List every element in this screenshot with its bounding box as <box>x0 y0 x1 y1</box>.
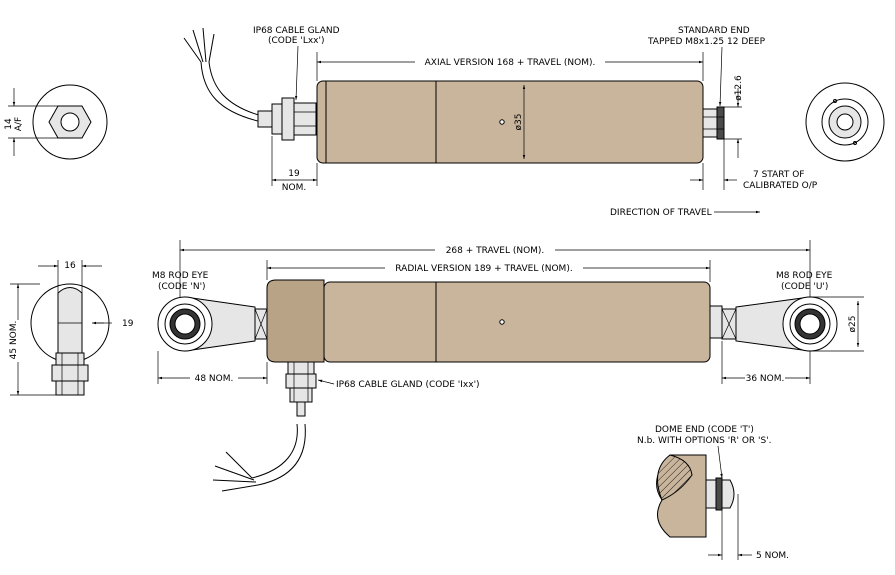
radial-version-view: 268 + TRAVEL (NOM). RADIAL VERSION 189 +… <box>152 240 864 492</box>
direction-of-travel: DIRECTION OF TRAVEL <box>610 208 712 218</box>
start-calibrated-2: CALIBRATED O/P <box>743 181 818 191</box>
radial-body <box>323 281 711 363</box>
dim-5-nom: 5 NOM. <box>756 551 789 561</box>
axial-body <box>316 80 704 164</box>
left-rod-eye <box>157 296 268 352</box>
af-label: A/F <box>14 117 24 131</box>
dim-19-axial: 19 <box>288 169 300 179</box>
radial-cable <box>212 423 306 492</box>
nom-axial: NOM. <box>282 183 306 193</box>
axial-left-end-view: 14 A/F <box>4 84 108 160</box>
standard-end-label-2: TAPPED M8x1.25 12 DEEP <box>647 37 766 47</box>
radial-version-dim: RADIAL VERSION 189 + TRAVEL (NOM). <box>395 264 572 274</box>
axial-standard-end <box>702 106 725 140</box>
dim-36-nom: 36 NOM. <box>746 374 785 384</box>
axial-right-end-view <box>805 82 885 162</box>
m8-rod-eye-left-2: (CODE 'N') <box>158 282 206 292</box>
ip68-axial-label-2: (CODE 'Lxx') <box>268 36 324 46</box>
m8-rod-eye-right-2: (CODE 'U') <box>781 282 828 292</box>
dim-45-nom: 45 NOM. <box>9 321 19 360</box>
radial-head <box>266 279 325 363</box>
dim-19-end: 19 <box>122 319 134 329</box>
axial-cable-gland <box>271 97 317 141</box>
right-rod-eye <box>709 296 838 352</box>
ip68-axial-label-1: IP68 CABLE GLAND <box>253 26 340 36</box>
start-calibrated-1: 7 START OF <box>753 170 804 180</box>
m8-rod-eye-left-1: M8 ROD EYE <box>152 271 209 281</box>
dim-48-nom: 48 NOM. <box>195 374 234 384</box>
ip68-radial-label: IP68 CABLE GLAND (CODE 'Ixx') <box>336 380 480 390</box>
dia-12-6-label: ø12.6 <box>734 75 744 101</box>
radial-left-end-view: 16 19 45 NOM. <box>9 260 134 396</box>
m8-rod-eye-right-1: M8 ROD EYE <box>776 271 833 281</box>
dia-35-label: ø35 <box>514 114 524 131</box>
standard-end-label-1: STANDARD END <box>678 26 750 36</box>
axial-version-dim: AXIAL VERSION 168 + TRAVEL (NOM). <box>425 58 596 68</box>
axial-cable <box>183 27 273 128</box>
dome-end-label-1: DOME END (CODE 'T') <box>655 425 754 435</box>
dome-end-detail: 5 NOM. DOME END (CODE 'T') N.b. WITH OPT… <box>637 425 789 561</box>
radial-cable-gland <box>285 361 317 417</box>
axial-version-view: AXIAL VERSION 168 + TRAVEL (NOM). ø35 ø1… <box>183 26 818 218</box>
dim-16: 16 <box>64 261 76 271</box>
overall-268-dim: 268 + TRAVEL (NOM). <box>446 246 545 256</box>
af-14-value: 14 <box>4 118 14 130</box>
dia-25-label: ø25 <box>848 316 858 333</box>
dome-end-label-2: N.b. WITH OPTIONS 'R' OR 'S'. <box>637 436 772 446</box>
